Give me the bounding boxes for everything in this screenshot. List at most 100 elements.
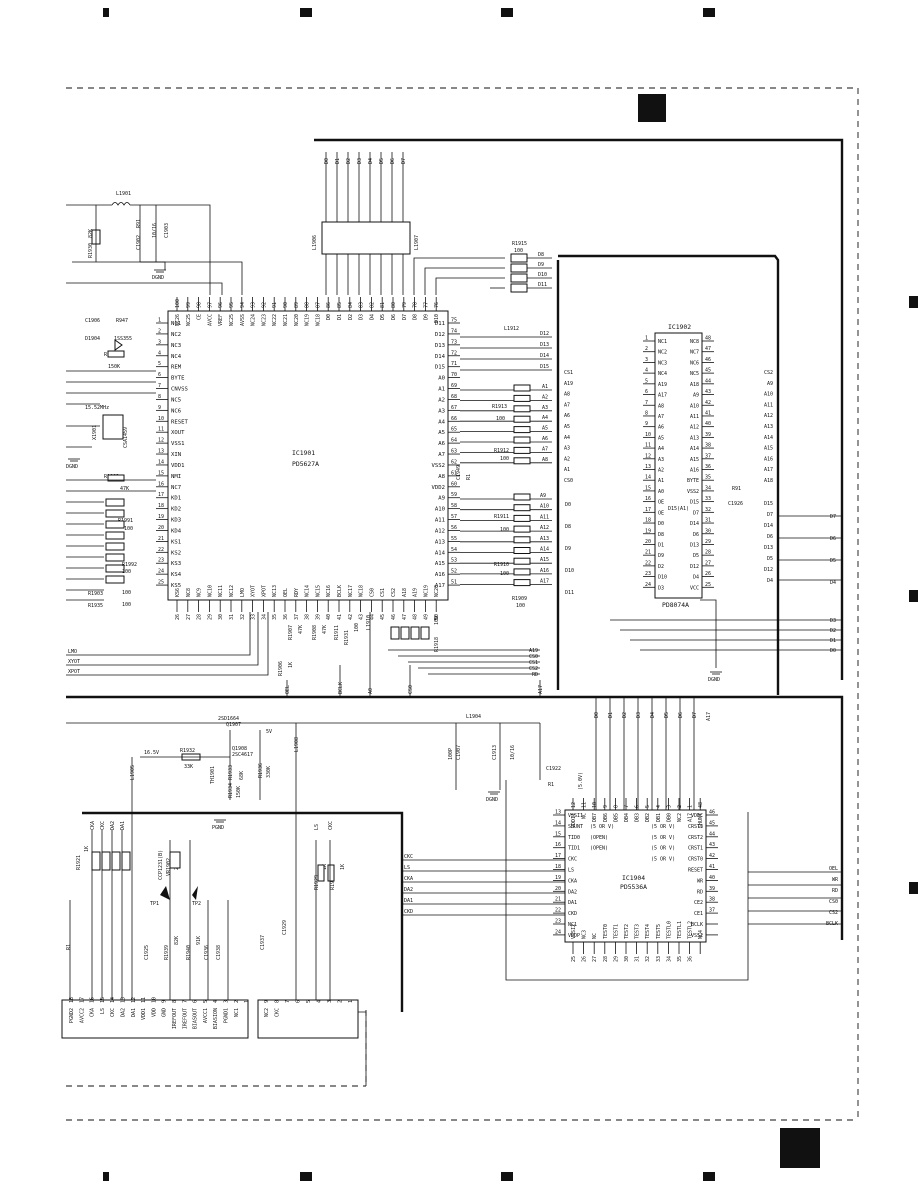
ic1901-pin-name: NC7 (171, 485, 181, 491)
wire-top-label: CKC (328, 821, 334, 830)
ic1902-pin-name: A9 (693, 393, 699, 399)
ic1901-pin-number: 48 (413, 614, 419, 620)
ic1902-pin-number: 10 (645, 432, 651, 438)
part-c1925: C1925 (144, 945, 150, 960)
ic1901-pin-name: D9 (423, 314, 429, 320)
resistor-symbol (105, 509, 125, 518)
ic1901-pin-name: NC8 (186, 588, 192, 597)
ic1901-pin-number: 94 (240, 302, 246, 308)
connector-left-pin-name: AVCC2 (79, 1008, 85, 1023)
ic1901-pin-number: 18 (158, 503, 164, 509)
ic1904-pin-note: (5 OR V) (651, 824, 675, 830)
bus-ctrl-label: RD (532, 672, 538, 678)
ic1902-pin-number: 39 (705, 432, 711, 438)
ic1904-pin-name: TEST3 (635, 924, 641, 939)
ic1901-ref: IC1901 (292, 449, 315, 457)
part-r1908_val: 47K (322, 625, 328, 634)
ic1904-pin-name: VDDI1 (571, 813, 577, 828)
connector-right-lead (358, 1011, 367, 1086)
ground-label: DGND (152, 275, 164, 281)
ic1904-pin-number: 30 (624, 956, 630, 962)
ic1902-data-left-label: D10 (565, 568, 574, 574)
ic1901-pin-name: KD4 (171, 528, 182, 534)
ic1902-data-right-label: D7 (767, 512, 773, 518)
ic1901-pin-name: CE (197, 314, 203, 320)
bus-a-label: A2 (542, 394, 548, 400)
ic1901-pin-number: 92 (261, 302, 267, 308)
ic1904-pin-number: 40 (709, 875, 715, 881)
bus-a-label: A4 (542, 415, 548, 421)
ic1902-pin-name: NC8 (690, 339, 699, 345)
ic1901-pin-number: 44 (369, 614, 375, 620)
registration-mark (300, 1172, 312, 1181)
part-r947: R947 (116, 318, 128, 324)
ic1901-pin-number: 26 (175, 614, 181, 620)
bus-d-right-label: D8 (538, 252, 544, 258)
resistor-array-cell (513, 457, 531, 465)
ic1902-pin-name: D13 (690, 542, 699, 548)
ic1902-pin-number: 38 (705, 443, 711, 449)
ic1904-pin-name: TESTL0 (666, 921, 672, 939)
ic1901-pin-name: CS2 (391, 588, 397, 597)
ic1902-pin-name: A12 (690, 425, 699, 431)
registration-mark (300, 8, 312, 17)
part-r1911b: R1911 (334, 625, 340, 640)
ic1904-top-bus-label: D2 (622, 712, 628, 718)
bus-d-right-out-label: D5 (830, 558, 836, 564)
ic1904-left-bus-label: DA2 (404, 887, 413, 893)
bus-d-out-label: D3 (830, 618, 836, 624)
connector-left-pin-number: 16 (90, 997, 96, 1003)
ic1901-pin-name: NC19 (423, 585, 429, 597)
resistor-symbol (107, 474, 125, 482)
ic1904-left-bus-label: CKA (404, 876, 413, 882)
part-c1937: C1937 (260, 935, 266, 950)
bus-a2-label: A9 (540, 493, 546, 499)
ic1901-pin-name: NC11 (218, 585, 224, 597)
ic1902-pin-number: 16 (645, 496, 651, 502)
resistor-array-cell (111, 851, 121, 871)
ic1904-pin-name: DB0 (666, 813, 672, 822)
bus-a2-label: A11 (540, 514, 549, 520)
ic1901-pin-name: A11 (435, 518, 445, 524)
bus-d-hi-label: D14 (540, 353, 549, 359)
ic1902-pin-number: 5 (645, 378, 648, 384)
bus-a-label: A3 (542, 405, 548, 411)
ic1901-pin-name: NC24 (251, 314, 257, 326)
ic1902-right-bus-label: A17 (764, 467, 773, 473)
resistor-array-cell (513, 536, 531, 544)
part-r1939_val: 82K (174, 936, 180, 945)
part-c1949: C1949 (456, 465, 462, 480)
ic1901-part: PD5627A (292, 460, 319, 468)
ic1902-pin-name: A2 (658, 468, 664, 474)
part-x1901: X1901 (92, 425, 98, 440)
ic1901-pin-number: 9 (158, 405, 161, 411)
connector-left-pin-name: VDD (151, 1008, 157, 1017)
ic1901-pin-name: VREF (218, 314, 224, 326)
bus-a2-label: A10 (540, 504, 549, 510)
resistor-symbol (105, 498, 125, 507)
ic1902-pin-name: D6 (693, 532, 699, 538)
part-r1909: R1909 (512, 596, 527, 602)
ic1901-pin-number: 97 (207, 302, 213, 308)
wiring (66, 152, 842, 1000)
ic1904-pin-number: 20 (555, 886, 561, 892)
ic1901-pin-number: 62 (451, 459, 457, 465)
ic1901-pin-number: 70 (451, 372, 457, 378)
resistor-array-cell (513, 384, 531, 392)
bus-a2-label: A15 (540, 557, 549, 563)
ic1902-pin-number: 1 (645, 336, 648, 342)
part-r1940: R1940 (186, 945, 192, 960)
ic1902-pin-name: A14 (690, 446, 699, 452)
bus-a2-label: A12 (540, 525, 549, 531)
ic1904-pin-note: (OPEN) (590, 846, 608, 852)
ic1902-pin-name: A19 (658, 382, 667, 388)
ic1904-pin-number: 8 (613, 805, 619, 808)
ic1901-pin-name: XPOT (261, 585, 267, 597)
resistor-symbol (510, 283, 528, 293)
ic1901-pin-name: NC25 (186, 314, 192, 326)
ic1902-pin-name: BYTE (687, 478, 699, 484)
ic1901-pin-number: 6 (158, 372, 161, 378)
ic1904-pin-number: 46 (709, 810, 715, 816)
resistor-symbol (105, 542, 125, 551)
